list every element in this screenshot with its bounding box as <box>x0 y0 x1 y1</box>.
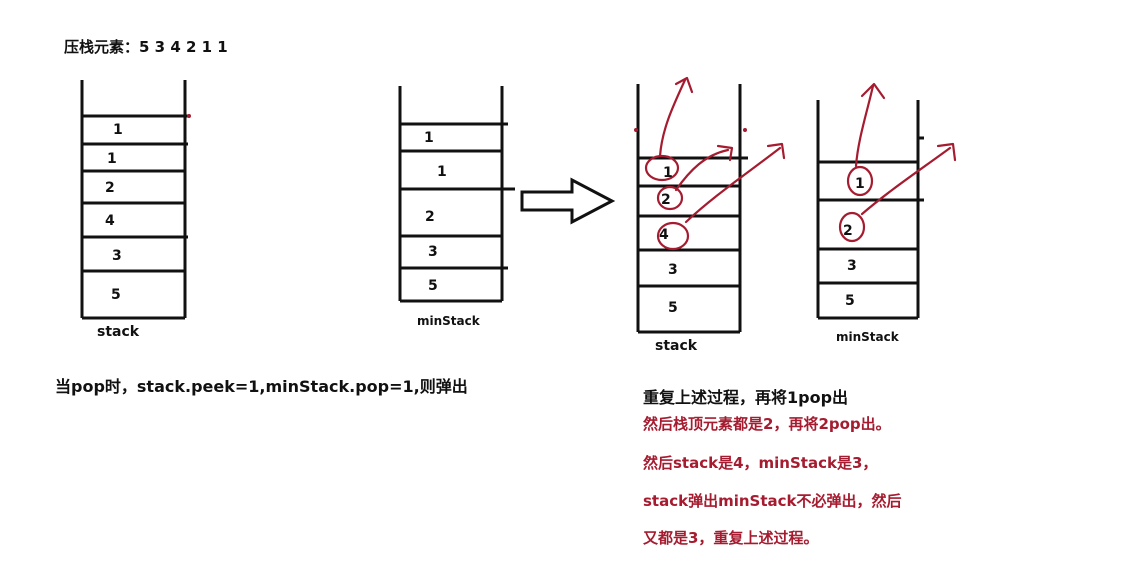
left-explanation: 当pop时，stack.peek=1,minStack.pop=1,则弹出 <box>55 377 468 396</box>
stack-right-caption: stack <box>655 338 698 354</box>
minstack-item: 1 <box>424 130 434 146</box>
minstack-item: 3 <box>428 244 438 260</box>
stack-item: 3 <box>668 262 678 278</box>
arrow-stroke <box>860 146 952 216</box>
stack-item: 1 <box>663 165 673 181</box>
arrowhead <box>860 82 886 100</box>
arrow-stroke <box>854 84 875 168</box>
stack-item: 4 <box>105 213 115 229</box>
minstack-item: 3 <box>847 258 857 274</box>
stack-item: 4 <box>659 227 669 243</box>
stack-item: 3 <box>112 248 122 264</box>
minstack-item: 2 <box>843 223 853 239</box>
minstack-item: 5 <box>428 278 438 294</box>
explanation-line: 然后stack是4，minStack是3， <box>643 454 878 472</box>
stack-item: 1 <box>113 122 123 138</box>
annotation-strokes <box>644 76 957 251</box>
circle-mark <box>846 165 874 197</box>
minstack-left-outline <box>398 86 515 303</box>
minstack-left-caption: minStack <box>417 314 480 328</box>
arrowhead <box>674 76 694 94</box>
stack-item: 1 <box>107 151 117 167</box>
stack-left-caption: stack <box>97 324 140 340</box>
explanation-line: 然后栈顶元素都是2，再将2pop出。 <box>643 415 891 433</box>
stack-item: 2 <box>105 180 115 196</box>
circle-mark <box>644 154 680 182</box>
minstack-item: 2 <box>425 209 435 225</box>
marker-dot <box>743 128 747 132</box>
minstack-item: 1 <box>855 176 865 192</box>
arrow-stroke <box>674 148 730 192</box>
arrowhead <box>716 144 734 162</box>
circle-mark <box>656 185 684 211</box>
transition-arrow <box>520 177 616 225</box>
stack-item: 2 <box>661 192 671 208</box>
arrow-stroke <box>658 78 687 158</box>
explanation-line: stack弹出minStack不必弹出，然后 <box>643 492 902 510</box>
arrowhead <box>936 142 957 162</box>
minstack-item: 5 <box>845 293 855 309</box>
explanation-line: 又都是3，重复上述过程。 <box>643 529 819 547</box>
minstack-right-caption: minStack <box>836 330 899 344</box>
arrow-stroke <box>684 146 782 224</box>
marker-dot <box>634 128 638 132</box>
arrowhead <box>766 142 786 160</box>
minstack-right-outline <box>816 100 924 320</box>
stack-item: 5 <box>111 287 121 303</box>
pushed-elements-heading: 压栈元素：5 3 4 2 1 1 <box>64 38 228 56</box>
circle-mark <box>838 211 866 243</box>
circle-mark <box>656 221 690 251</box>
stack-item: 5 <box>668 300 678 316</box>
minstack-item: 1 <box>437 164 447 180</box>
marker-dot <box>187 114 191 118</box>
stack-right-outline <box>636 84 748 334</box>
explanation-line: 重复上述过程，再将1pop出 <box>643 388 849 407</box>
stack-left-outline <box>80 80 190 320</box>
